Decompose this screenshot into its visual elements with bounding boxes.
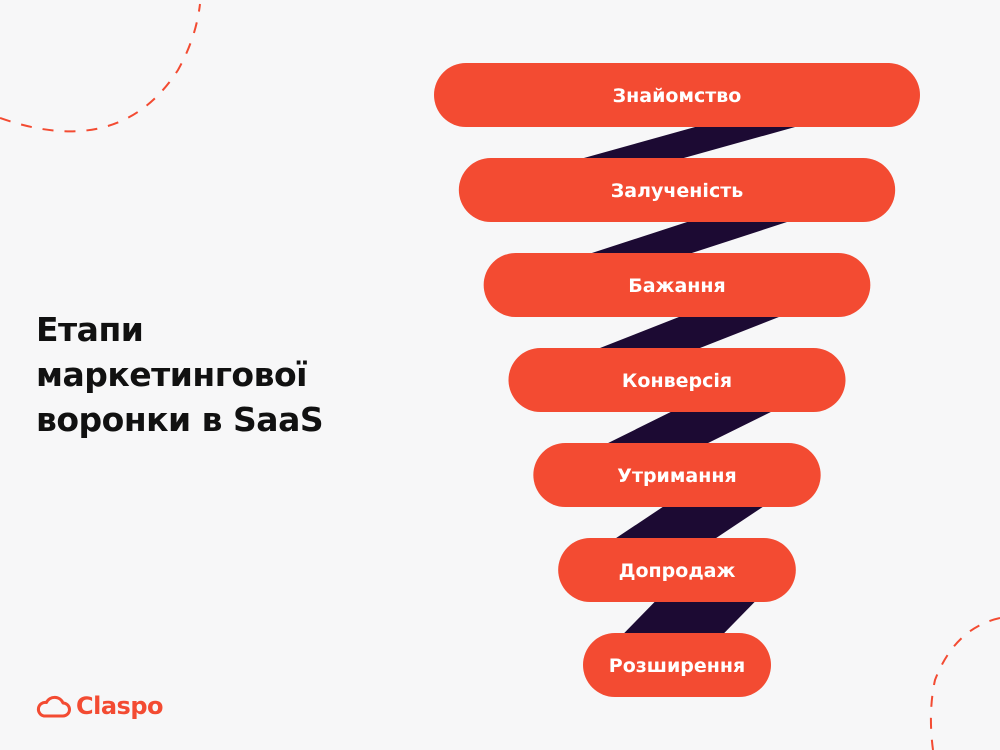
decorative-arcs bbox=[0, 3, 1000, 750]
funnel-stage: Бажання bbox=[483, 253, 871, 317]
funnel-stage: Знайомство bbox=[434, 63, 920, 127]
title-line-1: Етапи bbox=[36, 310, 144, 349]
funnel-stage-label: Знайомство bbox=[613, 85, 742, 107]
funnel-stage-label: Розширення bbox=[609, 655, 745, 677]
funnel-stage-pill bbox=[458, 158, 896, 222]
decorative-arc-top bbox=[0, 3, 201, 133]
funnel-stage: Допродаж bbox=[558, 538, 796, 602]
logo-text: Claspo bbox=[76, 692, 164, 720]
funnel-stage-label: Бажання bbox=[628, 275, 726, 297]
funnel-stage-pill bbox=[434, 63, 920, 127]
funnel-stage-pill bbox=[558, 538, 796, 602]
funnel-stage: Залученість bbox=[458, 158, 896, 222]
title-line-3: воронки в SaaS bbox=[36, 400, 324, 439]
funnel-stage-label: Конверсія bbox=[622, 370, 732, 392]
page-title: Етапи маркетингової воронки в SaaS bbox=[36, 307, 396, 442]
funnel-stage-pill bbox=[533, 443, 821, 507]
funnel-stage: Конверсія bbox=[508, 348, 846, 412]
funnel-stage-pill bbox=[508, 348, 846, 412]
funnel-stage-label: Утримання bbox=[617, 465, 736, 487]
funnel-stages: ЗнайомствоЗалученістьБажанняКонверсіяУтр… bbox=[434, 63, 920, 697]
funnel-stage-label: Допродаж bbox=[619, 560, 736, 582]
decorative-arc-bottom bbox=[929, 617, 1000, 750]
claspo-logo: Claspo bbox=[34, 690, 164, 722]
funnel-stage: Утримання bbox=[533, 443, 821, 507]
funnel-stage-label: Залученість bbox=[611, 180, 743, 202]
funnel-stage: Розширення bbox=[583, 633, 771, 697]
title-line-2: маркетингової bbox=[36, 355, 307, 394]
funnel-stage-pill bbox=[583, 633, 771, 697]
cloud-icon bbox=[36, 695, 71, 718]
funnel-stage-pill bbox=[483, 253, 871, 317]
